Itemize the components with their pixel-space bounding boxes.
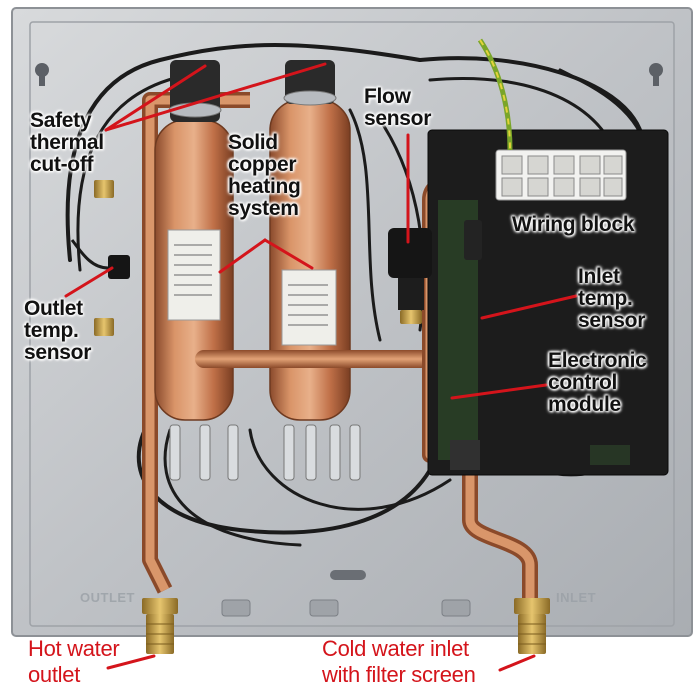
label-line: temp. [24, 319, 79, 342]
cross-pipe [195, 350, 430, 368]
label-line: Solid [228, 131, 278, 154]
inlet-temp-sensor [464, 220, 482, 260]
leader-copper-2 [263, 238, 314, 270]
label-line: system [228, 197, 299, 220]
label-line: cut-off [30, 153, 94, 176]
port-3 [441, 599, 471, 617]
label-inlet-temp-sensor: Inlet temp. sensor [578, 266, 645, 332]
element-terminals [169, 424, 361, 481]
label-line: Hot water [28, 636, 120, 661]
leader-inlet [480, 294, 578, 320]
port-2 [309, 599, 339, 617]
inlet-stamp: INLET [556, 590, 597, 605]
leader-safety-2 [104, 62, 327, 132]
label-wiring-block: Wiring block [512, 213, 635, 236]
earth-wire [477, 38, 513, 151]
leader-lines [64, 62, 578, 672]
outlet-temp-sensor [108, 255, 130, 279]
label-flow-sensor: Flow sensor [364, 86, 431, 130]
label-line: Outlet [24, 297, 83, 320]
label-line: control [548, 371, 618, 394]
label-line: sensor [364, 107, 432, 130]
stud-top [94, 180, 114, 198]
flow-sensor [388, 228, 432, 324]
port-1 [221, 599, 251, 617]
label-line: outlet [28, 662, 81, 687]
leader-safety-1 [104, 64, 207, 132]
wiring-block [495, 149, 627, 201]
leader-cold [498, 654, 536, 672]
bottom-slot [330, 570, 366, 580]
leader-outlet [64, 266, 114, 298]
label-line: Electronic [548, 349, 647, 372]
label-cold-water-inlet: Cold water inlet with filter screen [322, 636, 476, 688]
hot-outlet-fitting [142, 598, 178, 654]
label-line: Cold water inlet [322, 636, 469, 661]
element-ring-right [283, 90, 337, 106]
label-line: copper [228, 153, 297, 176]
label-line: heating [228, 175, 301, 198]
leader-ecm [450, 383, 548, 400]
label-line: Flow [364, 85, 411, 108]
heating-element-right [269, 99, 351, 421]
label-line: module [548, 393, 621, 416]
label-line: sensor [578, 309, 646, 332]
label-line: Inlet [578, 265, 620, 288]
label-outlet-temp-sensor: Outlet temp. sensor [24, 298, 91, 364]
cold-inlet-fitting [514, 598, 550, 654]
stud-bottom [94, 318, 114, 336]
outlet-sensor-wire [70, 239, 109, 270]
label-solid-copper: Solid copper heating system [228, 132, 301, 220]
label-line: Wiring block [512, 213, 635, 236]
mount-slot-right [649, 63, 663, 86]
label-line: thermal [30, 131, 104, 154]
label-line: with filter screen [322, 662, 476, 687]
label-line: sensor [24, 341, 92, 364]
label-line: Safety [30, 109, 92, 132]
outlet-stamp: OUTLET [80, 590, 135, 605]
label-hot-water-outlet: Hot water outlet [28, 636, 120, 688]
label-electronic-control-module: Electronic control module [548, 350, 647, 416]
label-line: temp. [578, 287, 633, 310]
leader-hot [106, 654, 156, 670]
label-safety-thermal-cutoff: Safety thermal cut-off [30, 110, 104, 176]
leader-copper-1 [218, 238, 267, 274]
mount-slot-left [35, 63, 49, 86]
